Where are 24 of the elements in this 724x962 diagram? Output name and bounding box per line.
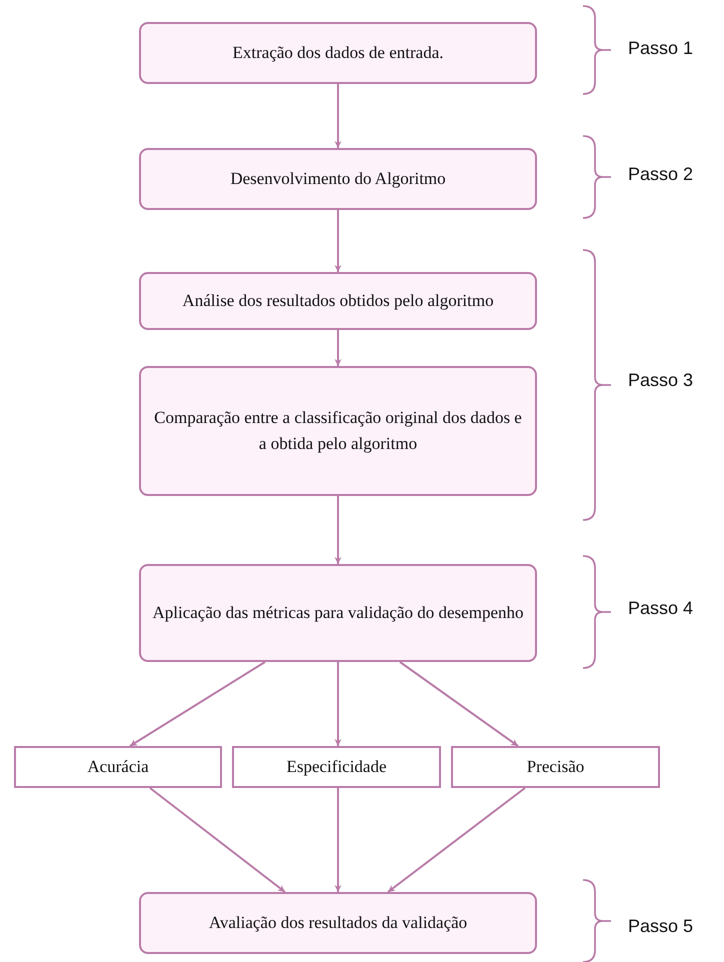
arrow [334, 330, 342, 366]
process-box: Desenvolvimento do Algoritmo [139, 148, 537, 210]
arrow [334, 788, 342, 892]
arrow [334, 496, 342, 564]
step-label: Passo 3 [628, 370, 694, 391]
arrow [149, 787, 286, 893]
step-label: Passo 4 [628, 598, 694, 619]
step-label: Passo 1 [628, 38, 694, 59]
arrow [399, 661, 519, 747]
process-box: Extração dos dados de entrada. [139, 22, 537, 84]
step-label: Passo 5 [628, 916, 694, 937]
arrow [387, 787, 526, 893]
process-box: Comparação entre a classificação original dos dados e a obtida pelo algoritmo [139, 366, 537, 496]
metric-box: Acurácia [14, 746, 222, 788]
arrow [129, 661, 266, 747]
arrow [334, 662, 342, 746]
process-box: Avaliação dos resultados da validação [139, 892, 537, 954]
step-label: Passo 2 [628, 164, 694, 185]
process-box: Análise dos resultados obtidos pelo algoritmo [139, 272, 537, 330]
metric-box: Precisão [451, 746, 660, 788]
arrow [334, 84, 342, 148]
metric-box: Especificidade [232, 746, 441, 788]
process-box: Aplicação das métricas para validação do desempenho [139, 564, 537, 662]
arrow [334, 210, 342, 272]
